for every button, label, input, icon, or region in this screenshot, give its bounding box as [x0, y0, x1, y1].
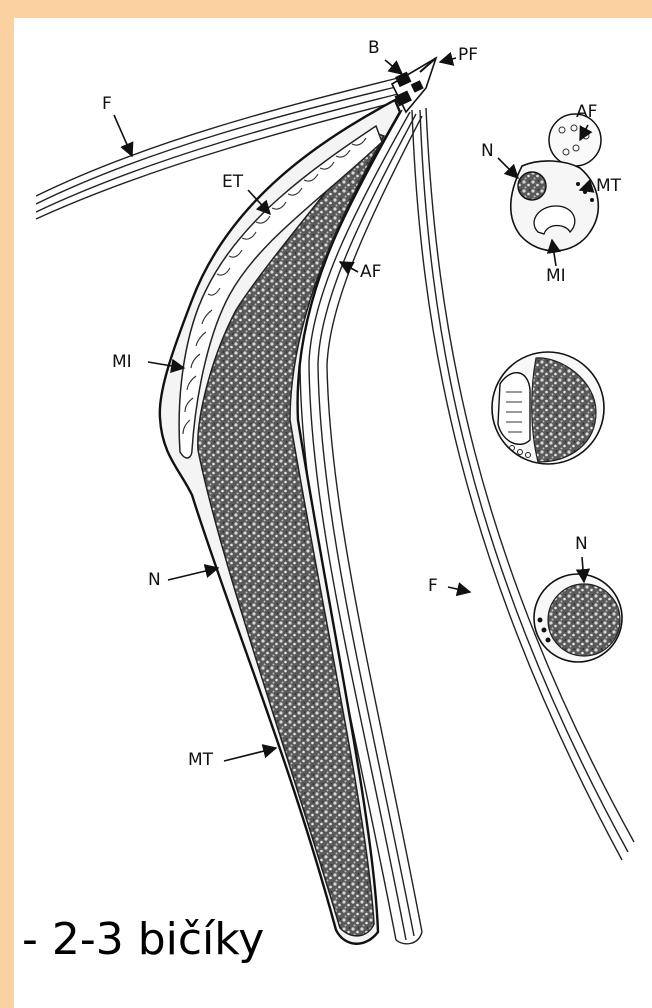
label-nucleus-lower-cross: N	[575, 536, 588, 553]
label-basal-body: B	[368, 40, 380, 57]
label-nucleus-body: N	[148, 572, 161, 589]
label-free-flagellum-right: F	[428, 578, 438, 595]
label-flagellar-pocket: PF	[458, 47, 478, 64]
label-mitochondrion-cross: MI	[546, 268, 566, 285]
label-attached-flagellum-body: AF	[360, 264, 381, 281]
label-free-flagellum-left: F	[102, 96, 112, 113]
label-microtubules-cross: MT	[596, 178, 621, 195]
label-attached-flagellum-cross: AF	[576, 104, 597, 121]
slide-caption: - 2-3 bičíky	[22, 918, 264, 962]
label-nucleus-cross: N	[481, 143, 494, 160]
label-endoplasmic-tubules: ET	[222, 174, 243, 191]
cross-section-3	[534, 574, 622, 662]
label-mitochondrion-body: MI	[112, 354, 132, 371]
cross-section-1	[511, 114, 601, 251]
label-microtubules-body: MT	[188, 752, 213, 769]
basal-body	[392, 58, 436, 112]
cross-section-2	[492, 352, 604, 464]
